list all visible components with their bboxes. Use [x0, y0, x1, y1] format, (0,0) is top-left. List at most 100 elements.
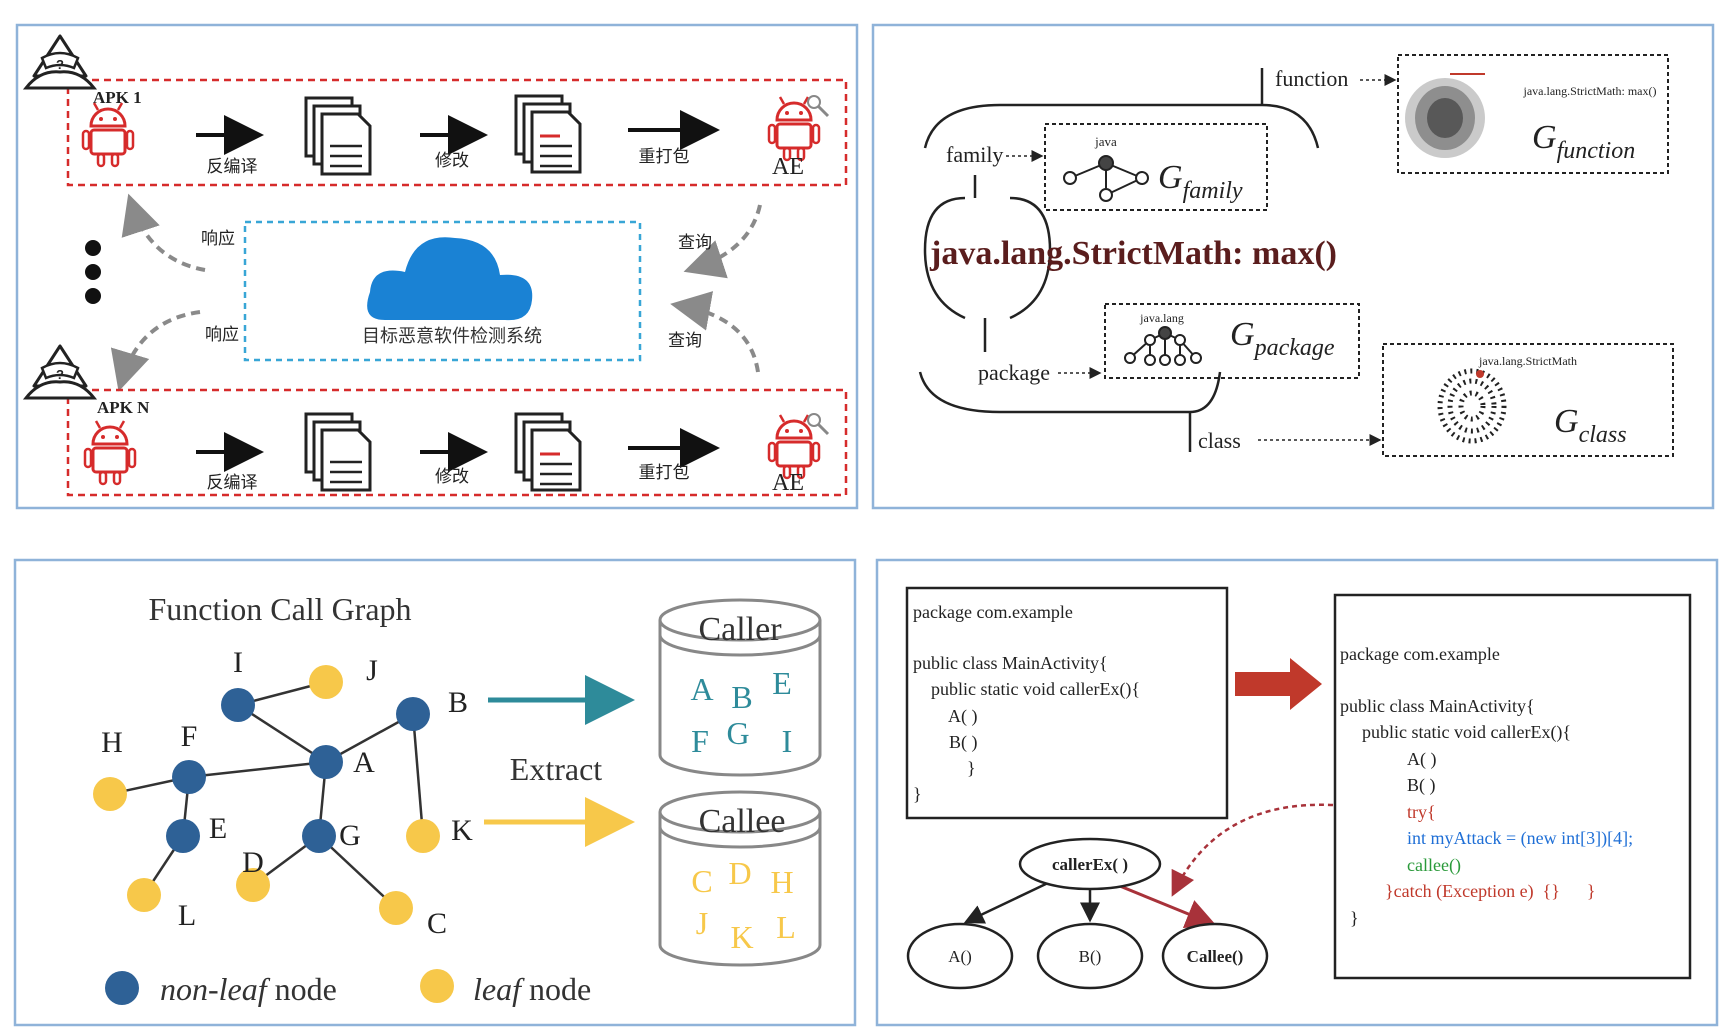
right-code-line-attack: int myAttack = (new int[3])[4]; — [1407, 828, 1633, 849]
ae-label-top: AE — [772, 154, 804, 180]
node-label: I — [233, 646, 243, 679]
left-code-line: } — [913, 784, 922, 804]
node-label: L — [178, 899, 196, 932]
tree-a-label: A() — [948, 947, 972, 966]
right-code-line: B( ) — [1407, 775, 1436, 796]
leaf-node — [127, 878, 161, 912]
non-leaf-node — [309, 745, 343, 779]
cylinder-letter: D — [728, 855, 751, 891]
g-class-label: Gclass — [1554, 403, 1627, 448]
function-graph-icon — [1405, 73, 1485, 158]
step-repack-label-bottom: 重打包 — [639, 463, 690, 483]
ae-label-bottom: AE — [772, 470, 804, 496]
right-code-line: public class MainActivity{ — [1340, 696, 1535, 716]
left-code-line: package com.example — [913, 602, 1073, 622]
caller-label: Caller — [698, 611, 782, 648]
tree-a-node — [906, 922, 1014, 990]
cylinder-letter: B — [731, 679, 752, 715]
node-label: C — [427, 907, 447, 940]
tree-root-label: callerEx( ) — [1052, 855, 1128, 874]
non-leaf-node — [166, 819, 200, 853]
node-label: A — [353, 746, 375, 779]
system-label: 目标恶意软件检测系统 — [362, 326, 542, 347]
node-label: J — [366, 654, 378, 687]
query-label-bottom: 查询 — [668, 331, 702, 351]
cylinder-letter: A — [690, 671, 713, 707]
cylinder-letter: G — [726, 715, 749, 751]
right-code-line: package com.example — [1340, 644, 1500, 664]
tree-b-node — [1036, 922, 1144, 990]
tag-java: java — [1094, 134, 1117, 149]
g-function-label: Gfunction — [1532, 119, 1635, 164]
cylinder-letter: J — [696, 905, 708, 941]
tag-java-lang: java.lang — [1139, 311, 1184, 325]
left-code-line: } — [913, 758, 976, 778]
panel-apk-pipeline: APK 1 反编译 修改 重打包 AE 目标恶意软件检测系统 响应 响应 查询 … — [15, 23, 859, 510]
right-code-line: } — [1350, 908, 1359, 928]
document-stack-modified-icon — [514, 94, 582, 174]
cylinder-letter: L — [776, 909, 796, 945]
non-leaf-node — [396, 697, 430, 731]
left-code-line: public static void callerEx(){ — [913, 679, 1140, 700]
step-decompile-label: 反编译 — [207, 157, 258, 177]
cylinder-letter: K — [730, 919, 753, 955]
class-graph-icon — [1437, 368, 1507, 444]
call-tree: callerEx( ) A() B() Callee() — [906, 803, 1334, 990]
step-repack-label: 重打包 — [639, 147, 690, 167]
node-label: D — [242, 846, 264, 879]
leaf-node — [379, 891, 413, 925]
package-label: package — [978, 360, 1050, 385]
response-label-bottom: 响应 — [205, 325, 239, 345]
right-code-line-catch: }catch (Exception e) {} } — [1385, 881, 1595, 902]
document-stack-modified-icon-bottom — [514, 412, 582, 492]
non-leaf-node — [302, 819, 336, 853]
document-stack-icon-bottom — [304, 412, 372, 492]
node-label: G — [339, 819, 361, 852]
tree-callee-node — [1161, 922, 1269, 990]
panel-code-injection: package com.example public class MainAct… — [875, 558, 1719, 1027]
android-icon — [81, 101, 135, 168]
step-decompile-label-bottom: 反编译 — [207, 473, 258, 493]
fcg-title: Function Call Graph — [148, 591, 411, 627]
legend-nonleaf-label: non-leaf node — [160, 971, 337, 1007]
tree-root-node — [1018, 837, 1162, 891]
android-icon-bottom — [83, 419, 137, 486]
non-leaf-node — [221, 688, 255, 722]
function-label: function — [1275, 66, 1348, 91]
extract-label: Extract — [510, 751, 603, 787]
step-modify-label-bottom: 修改 — [435, 467, 469, 487]
tree-callee-label: Callee() — [1187, 947, 1244, 966]
apk-bottom-label: APK N — [97, 398, 150, 417]
panel-hierarchy-graphs: java.lang.StrictMath: max() family java … — [871, 23, 1715, 510]
right-code-line: public static void callerEx(){ — [1362, 722, 1571, 743]
leaf-node — [93, 777, 127, 811]
document-stack-icon — [304, 96, 372, 176]
graph-edges — [109, 680, 425, 909]
package-graph-icon — [1124, 326, 1202, 366]
right-code-line-callee: callee() — [1407, 855, 1461, 876]
right-code-block: package com.example public class MainAct… — [1340, 644, 1633, 928]
left-code-block: package com.example public class MainAct… — [913, 602, 1140, 804]
leaf-node — [406, 819, 440, 853]
g-package-label: Gpackage — [1230, 316, 1335, 361]
apk-top-label: APK 1 — [93, 88, 142, 107]
family-graph-icon — [1063, 155, 1149, 202]
tree-b-label: B() — [1079, 947, 1102, 966]
left-code-line: public class MainActivity{ — [913, 653, 1108, 673]
transform-arrow — [1235, 658, 1322, 710]
tag-function-graph: java.lang.StrictMath: max() — [1523, 84, 1657, 98]
legend-leaf-label: leaf node — [473, 971, 591, 1007]
right-code-line-try: try{ — [1407, 802, 1436, 822]
left-code-line: B( ) — [913, 732, 978, 753]
cylinder-letter: H — [770, 864, 793, 900]
family-label: family — [946, 142, 1003, 167]
cylinder-letter: I — [782, 723, 793, 759]
hacker-icon-bottom — [24, 344, 96, 400]
legend-leaf-dot — [420, 969, 454, 1003]
class-label: class — [1198, 428, 1241, 453]
